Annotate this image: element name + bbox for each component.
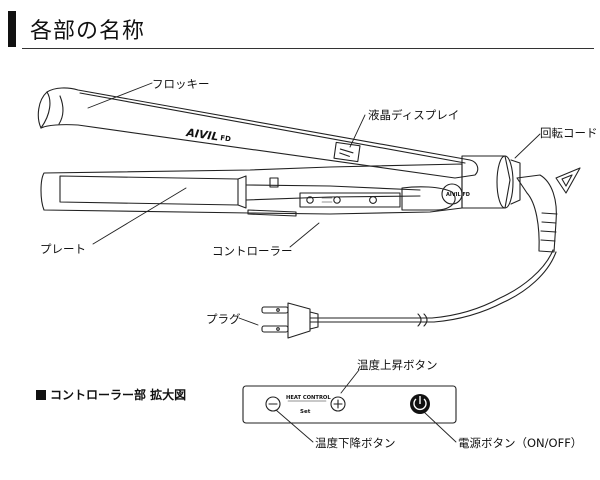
section-bullet <box>36 390 46 400</box>
model-text: FD <box>220 134 232 143</box>
page-title: 各部の名称 <box>30 19 146 44</box>
label-flocky: フロッキー <box>152 77 210 91</box>
upper-arm <box>37 87 479 179</box>
power-button-icon <box>410 394 430 414</box>
label-temp-up: 温度上昇ボタン <box>357 358 438 372</box>
label-controller: コントローラー <box>212 244 293 258</box>
callout-lines <box>87 82 541 443</box>
plug-icon <box>261 302 319 339</box>
power-cord <box>309 249 557 327</box>
temp-down-button <box>265 396 281 412</box>
label-lcd: 液晶ディスプレイ <box>368 108 460 122</box>
badge-text: AIVIL FD <box>446 192 470 198</box>
lower-arm <box>40 163 463 217</box>
label-temp-down: 温度下降ボタン <box>315 436 396 450</box>
section-heading: コントローラー部 拡大図 <box>36 386 186 403</box>
title-divider <box>22 48 594 49</box>
label-power: 電源ボタン（ON/OFF） <box>458 436 583 450</box>
strain-relief <box>516 167 581 253</box>
swivel-joint <box>461 155 521 209</box>
section-title: コントローラー部 拡大図 <box>50 388 187 402</box>
label-cord: 回転コード <box>540 126 598 140</box>
heat-control-text: HEAT CONTROL <box>286 395 331 401</box>
brand-text: AIVIL <box>185 126 220 143</box>
label-plug: プラグ <box>206 312 241 326</box>
body-controller-buttons <box>306 196 377 204</box>
temp-up-button <box>330 396 346 412</box>
controller-panel <box>242 385 457 424</box>
title-accent-bar <box>8 11 16 47</box>
label-plate: プレート <box>40 242 86 256</box>
set-text: Set <box>300 409 311 415</box>
